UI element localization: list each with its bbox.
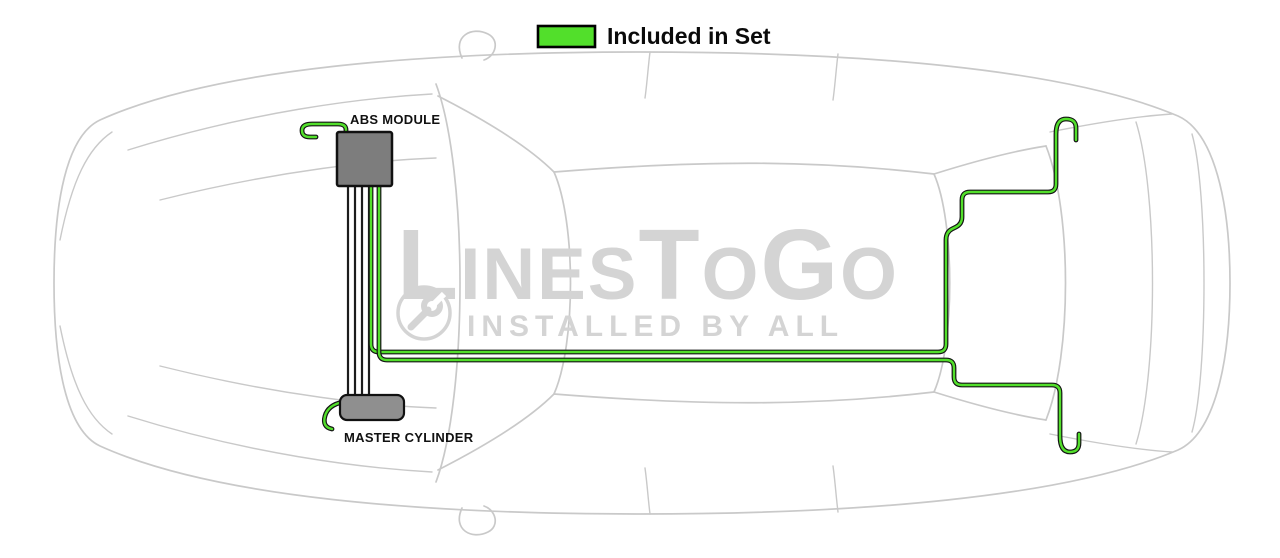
included-line-master-cylinder-hook [321,399,346,432]
rear-deck-line-top [1049,113,1173,133]
watermark-subtitle: INSTALLED BY ALL [467,310,844,343]
c-pillar-bottom [933,391,1047,421]
included-line-front-hook [299,121,349,140]
side-mirror-top [458,30,497,61]
watermark: LINESTOGO INSTALLED BY ALL [396,209,899,343]
c-pillar-top [933,145,1047,175]
hood-crease-bottom [127,415,433,473]
door-seam-top-1 [644,51,651,99]
abs-module-label: ABS MODULE [350,112,440,127]
rear-deck-line-bottom [1049,433,1173,453]
abs-module [335,130,394,188]
master-cylinder [338,393,406,422]
rear-bumper-line [1191,133,1205,433]
a-pillar-top [437,95,555,173]
other-brake-lines [346,186,371,397]
side-mirror-bottom [458,505,497,536]
windshield-base [435,83,461,483]
roof-side-top [553,162,935,175]
legend: Included in Set [536,23,771,49]
master-cylinder-label: MASTER CYLINDER [344,430,474,445]
wrench-icon-head [421,295,443,317]
car-outline [53,30,1231,536]
wrench-badge [396,285,452,341]
watermark-title: LINESTOGO [397,209,899,321]
roof-rear-edge [933,173,951,393]
door-seam-bottom-1 [644,467,651,515]
hood-center-crease-bottom [159,365,437,409]
car-body [53,51,1231,515]
front-bumper-line-bottom [59,325,113,435]
legend-swatch [536,24,597,49]
included-line-rear-lower [376,183,1082,455]
door-seam-top-2 [832,53,839,101]
hood-center-crease-top [159,157,437,201]
front-bumper-line-top [59,131,113,241]
included-line-rear-upper [368,116,1079,355]
trunk-line [1135,121,1154,445]
legend-label: Included in Set [607,23,771,49]
hood-crease-top [127,93,433,151]
wrench-badge-circle [396,285,452,341]
wrench-icon-notch [429,291,447,309]
a-pillar-bottom [437,393,555,471]
roof-side-bottom [553,391,935,404]
included-brake-lines [299,116,1082,455]
door-seam-bottom-2 [832,465,839,513]
roof-front-edge [553,171,572,395]
